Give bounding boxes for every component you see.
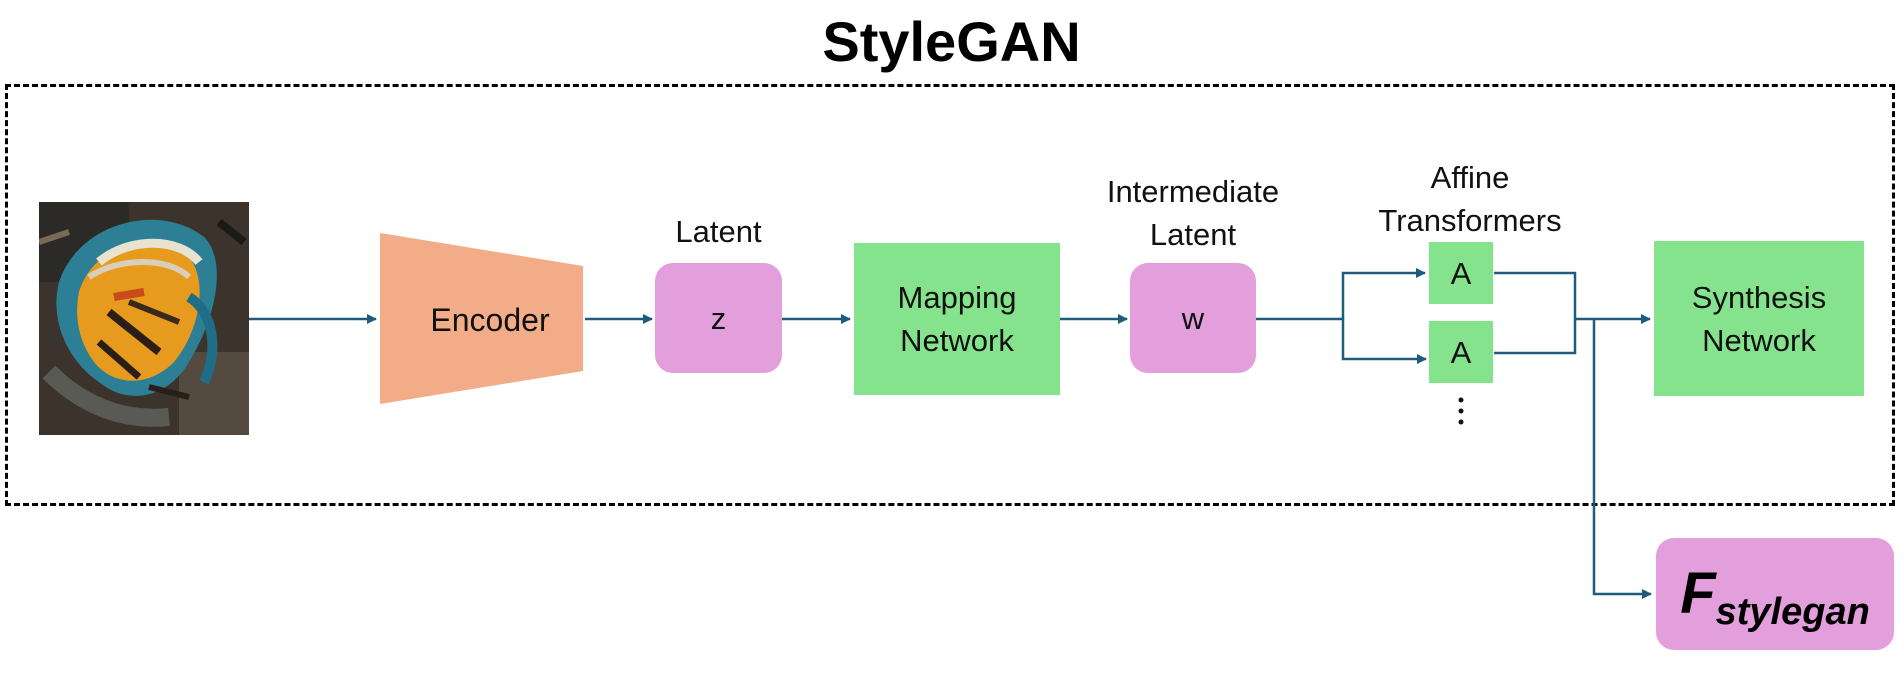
output-subscript: stylegan [1715,590,1870,633]
latent-label: Latent [675,214,762,249]
arrow-w-to-affine-2 [1341,319,1425,361]
output-feature-node: F stylegan [1656,538,1894,650]
affine-a2-node: A [1429,321,1493,383]
line-affine-merge [1494,271,1577,355]
affine-transformers-label: Affine Transformers [1378,160,1562,238]
synthesis-network-node: Synthesis Network [1654,241,1864,396]
mapping-network-node: Mapping Network [854,243,1060,395]
arrow-w-to-affine [1256,268,1426,321]
stylegan-boundary [5,84,1895,506]
encoder-trapezoid [380,233,583,404]
encoder-label: Encoder [430,301,550,338]
diagram-title: StyleGAN [822,10,1081,73]
affine-a1-node: A [1429,242,1493,304]
intermediate-latent-label: Intermediate Latent [1106,174,1280,252]
latent-w-node: w [1130,263,1256,373]
input-painting-image [39,202,249,435]
vertical-ellipsis-icon [1458,397,1464,425]
arrow-to-output [1592,319,1652,599]
latent-z-node: z [655,263,782,373]
output-symbol: F [1680,561,1716,626]
